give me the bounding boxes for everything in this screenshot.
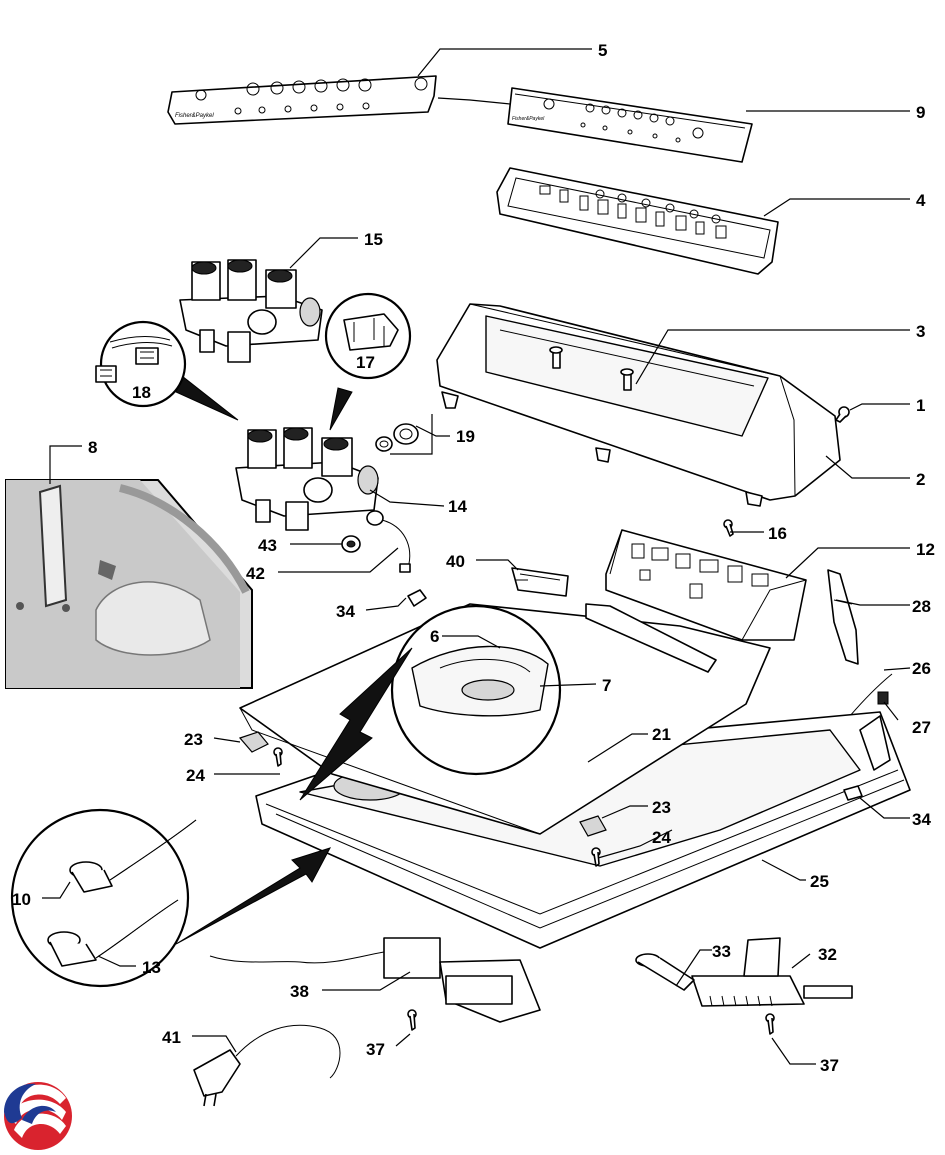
fascia-brand-text: Fisher&Paykel [175,113,214,119]
part-23-bumper-a [238,731,269,753]
callout-34-b: 34 [912,810,931,829]
callout-9: 9 [916,103,925,122]
callout-19: 19 [456,427,475,446]
callout-15: 15 [364,230,383,249]
part-3-screws [549,346,634,391]
detail-17-clip [324,292,412,431]
callout-1: 1 [916,396,925,415]
callout-25: 25 [810,872,829,891]
callout-7: 7 [602,676,611,695]
part-12-control-module [605,529,807,641]
part-28-latch [827,569,859,665]
callout-43: 43 [258,536,277,555]
part-34-clip-a [407,589,427,607]
part-1-screw [835,406,850,423]
callout-2: 2 [916,470,925,489]
part-5-fascia-label: Fisher&Paykel [167,75,437,125]
callout-23-a: 23 [184,730,203,749]
part-24-screw-a [273,747,283,767]
part-43-grommet [341,535,361,553]
callout-10: 10 [12,890,31,909]
part-38-pump [209,937,541,1023]
callout-37-a: 37 [366,1040,385,1059]
callout-5: 5 [598,41,607,60]
callout-8: 8 [88,438,97,457]
inset-photo-8 [5,479,253,689]
callout-13: 13 [142,958,161,977]
part-34-clip-b [843,785,863,801]
detail-18-connectors [95,320,239,421]
callout-12: 12 [916,540,935,559]
callout-33: 33 [712,942,731,961]
callout-41: 41 [162,1028,181,1047]
callout-labels: 5 9 4 15 3 17 18 1 19 8 2 14 16 43 12 42… [12,41,935,1075]
part-42-sensor [366,510,411,573]
brand-logo-icon [4,1082,72,1150]
part-40-bracket [511,567,569,597]
part-41-power-cord [193,1024,341,1107]
part-14-water-valve [235,427,379,531]
part-32-drain-pump [691,937,853,1007]
callout-42: 42 [246,564,265,583]
callout-23-b: 23 [652,798,671,817]
callout-14: 14 [448,497,467,516]
callout-28: 28 [912,597,931,616]
callout-21: 21 [652,725,671,744]
callout-4: 4 [916,191,926,210]
part-16-screw [723,519,734,537]
part-15-water-valve [179,259,323,363]
part-9-control-overlay: Fisher&Paykel [507,87,753,163]
callout-17: 17 [356,353,375,372]
callout-24-b: 24 [652,828,671,847]
leader-lines [42,48,911,1065]
overlay-brand-text: Fisher&Paykel [512,116,545,122]
callout-26: 26 [912,659,931,678]
part-19-nut-washer [375,423,419,452]
callout-24-a: 24 [186,766,205,785]
callout-18: 18 [132,383,151,402]
callout-27: 27 [912,718,931,737]
callout-38: 38 [290,982,309,1001]
part-27-switch [877,691,889,705]
detail-10-13-hoses [10,808,332,988]
callout-16: 16 [768,524,787,543]
part-2-console-cover [436,303,841,507]
part-33-outlet [635,953,695,991]
detail-6-7-dispenser [299,604,562,801]
callout-40: 40 [446,552,465,571]
callout-6: 6 [430,627,439,646]
callout-37-b: 37 [820,1056,839,1075]
part-4-panel-frame [496,167,779,275]
callout-3: 3 [916,322,925,341]
callout-34-a: 34 [336,602,355,621]
callout-32: 32 [818,945,837,964]
part-23-bumper-b [579,815,607,837]
part-37-screw-b [765,1013,775,1035]
part-37-screw-a [407,1009,417,1031]
